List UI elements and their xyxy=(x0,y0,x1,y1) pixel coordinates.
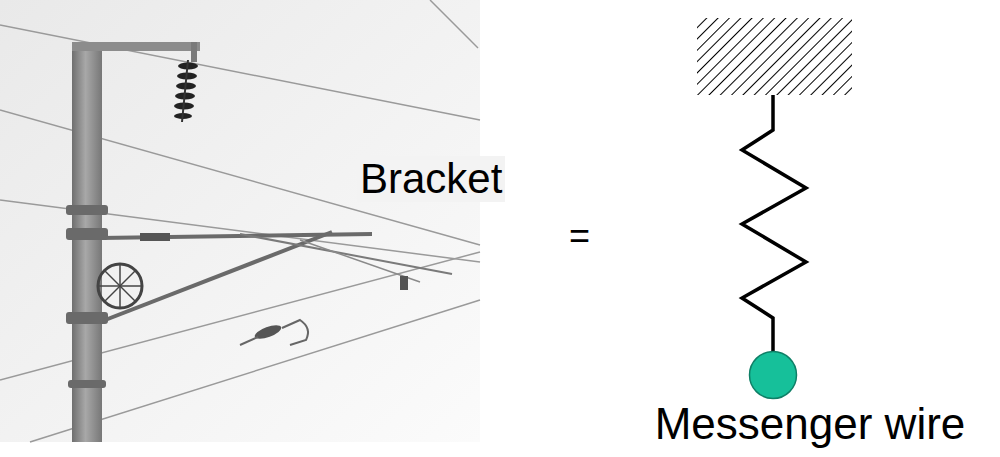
mass-circle xyxy=(750,352,797,399)
mass-circle xyxy=(748,350,798,400)
fixed-support xyxy=(697,18,852,95)
bracket-photo xyxy=(0,0,480,442)
messenger-wire-node: Messenger wire xyxy=(748,350,798,400)
equals-sign: = xyxy=(566,216,593,256)
node-label: Messenger wire xyxy=(655,400,966,448)
spring-symbol xyxy=(742,95,806,352)
label-holder: = xyxy=(566,216,593,256)
node-label-holder: Messenger wire xyxy=(655,400,966,448)
label-holder: Bracket xyxy=(357,156,505,202)
part-name: Bracket xyxy=(357,156,505,202)
spring-model xyxy=(697,18,852,352)
